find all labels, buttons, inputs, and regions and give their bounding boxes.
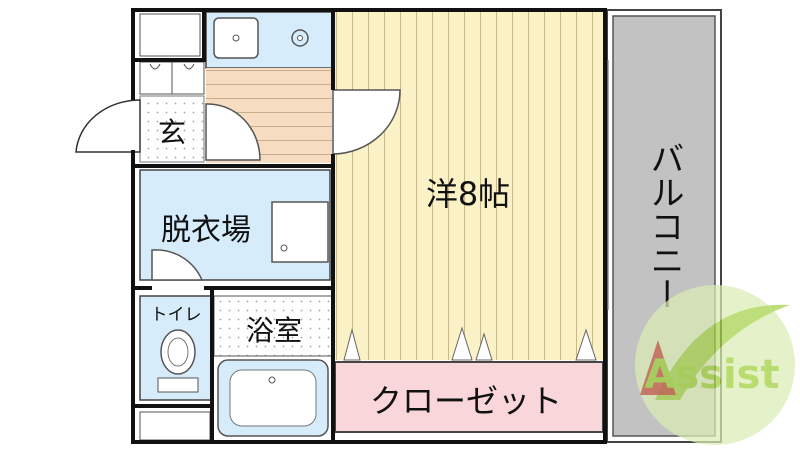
balcony-label: バルコニー xyxy=(644,141,684,311)
washer-drain xyxy=(280,244,288,252)
toilet-tank xyxy=(157,377,199,393)
washroom-door xyxy=(151,249,204,281)
kitchen-door-swing xyxy=(205,103,261,161)
entry-storage xyxy=(139,13,201,57)
closet-label: クローゼット xyxy=(370,382,562,420)
closet-doors xyxy=(343,326,597,361)
room-door-swing xyxy=(332,89,401,155)
genkan-label: 玄 xyxy=(158,116,186,149)
kitchen-drain xyxy=(232,34,240,42)
washing-machine-pan xyxy=(271,201,329,263)
stove-knob xyxy=(297,35,303,41)
bath-label: 浴室 xyxy=(246,314,302,347)
washroom-label: 脱衣場 xyxy=(161,213,251,248)
genkan-floor xyxy=(139,95,205,163)
assist-watermark: Assist xyxy=(635,285,795,445)
western-room-floor xyxy=(333,12,605,360)
bath-drain xyxy=(268,376,276,384)
toilet-bowl xyxy=(160,329,196,375)
bath-floor xyxy=(213,295,333,357)
kitchen-sink xyxy=(213,17,259,59)
western-room-label: 洋8帖 xyxy=(426,175,510,213)
closet-area xyxy=(334,361,604,433)
toilet-label: トイレ xyxy=(151,305,202,325)
watermark-text: Assist xyxy=(644,352,779,398)
entrance-door xyxy=(75,99,141,153)
toilet-storage xyxy=(139,411,211,441)
stove-burner xyxy=(291,29,309,47)
walls xyxy=(131,8,607,444)
